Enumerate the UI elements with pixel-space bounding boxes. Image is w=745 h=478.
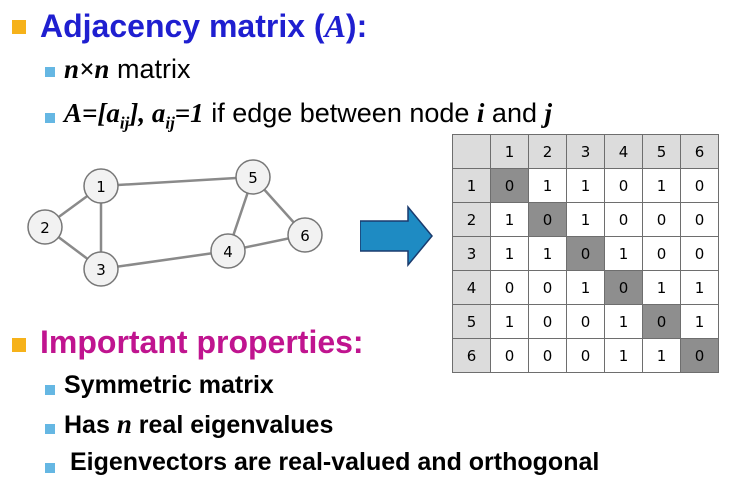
matrix-cell: 1 (642, 168, 681, 203)
symbol-A: A (324, 8, 346, 44)
matrix-corner-cell (452, 134, 491, 169)
matrix-col-header: 1 (490, 134, 529, 169)
definition-line: A=[aij], aij=1 if edge between node i an… (64, 98, 552, 133)
sub-bullet-marker (45, 67, 55, 77)
matrix-cell: 1 (490, 304, 529, 339)
matrix-col-header: 6 (680, 134, 719, 169)
graph-diagram: 1 2 3 4 5 6 (27, 159, 323, 287)
graph-node-label: 2 (40, 219, 50, 237)
matrix-col-header: 5 (642, 134, 681, 169)
graph-node-1: 1 (83, 168, 119, 204)
matrix-col-header: 3 (566, 134, 605, 169)
bullet-marker (12, 20, 26, 34)
matrix-cell: 1 (566, 270, 605, 305)
matrix-row-header: 3 (452, 236, 491, 271)
matrix-row-header: 6 (452, 338, 491, 373)
matrix-cell: 0 (642, 202, 681, 237)
matrix-cell: 1 (528, 168, 567, 203)
section-heading-properties: Important properties: (40, 324, 364, 360)
matrix-col-header: 2 (528, 134, 567, 169)
graph-node-3: 3 (83, 251, 119, 287)
graph-edge-1-5 (100, 175, 254, 188)
matrix-diagonal-cell: 0 (642, 304, 681, 339)
matrix-cell: 0 (604, 202, 643, 237)
graph-node-6: 6 (287, 217, 323, 253)
matrix-cell: 0 (490, 270, 529, 305)
right-arrow-icon (360, 205, 433, 267)
sub-bullet-marker (45, 424, 55, 434)
graph-node-label: 1 (96, 178, 106, 196)
matrix-cell: 0 (642, 236, 681, 271)
matrix-cell: 1 (604, 304, 643, 339)
section-heading-adjacency: Adjacency matrix (A): (40, 8, 368, 44)
graph-edge-3-4 (100, 249, 229, 271)
matrix-cell: 1 (604, 338, 643, 373)
matrix-cell: 1 (490, 202, 529, 237)
matrix-col-header: 4 (604, 134, 643, 169)
matrix-cell: 0 (604, 168, 643, 203)
matrix-cell: 1 (642, 338, 681, 373)
matrix-cell: 1 (528, 236, 567, 271)
matrix-cell: 1 (566, 202, 605, 237)
matrix-cell: 1 (680, 270, 719, 305)
matrix-row-header: 2 (452, 202, 491, 237)
sub-bullet-marker (45, 463, 55, 473)
graph-node-4: 4 (210, 233, 246, 269)
matrix-cell: 0 (680, 202, 719, 237)
matrix-diagonal-cell: 0 (490, 168, 529, 203)
graph-node-label: 3 (96, 261, 106, 279)
property-symmetric: Symmetric matrix (64, 371, 274, 399)
matrix-diagonal-cell: 0 (566, 236, 605, 271)
matrix-cell: 0 (680, 168, 719, 203)
matrix-cell: 1 (566, 168, 605, 203)
matrix-row-header: 5 (452, 304, 491, 339)
matrix-cell: 1 (490, 236, 529, 271)
graph-node-label: 6 (300, 227, 310, 245)
graph-node-label: 5 (248, 169, 258, 187)
sub-bullet-marker (45, 385, 55, 395)
matrix-cell: 0 (528, 304, 567, 339)
matrix-cell: 0 (490, 338, 529, 373)
sub-bullet-marker (45, 113, 55, 123)
matrix-cell: 0 (566, 304, 605, 339)
matrix-cell: 0 (528, 338, 567, 373)
matrix-diagonal-cell: 0 (528, 202, 567, 237)
matrix-cell: 1 (680, 304, 719, 339)
property-eigenvalues: Has n real eigenvalues (64, 409, 334, 439)
property-eigenvectors: Eigenvectors are real-valued and orthogo… (70, 448, 600, 476)
matrix-diagonal-cell: 0 (680, 338, 719, 373)
matrix-cell: 0 (680, 236, 719, 271)
matrix-row-header: 4 (452, 270, 491, 305)
matrix-cell: 1 (642, 270, 681, 305)
matrix-cell: 0 (566, 338, 605, 373)
matrix-cell: 1 (604, 236, 643, 271)
matrix-diagonal-cell: 0 (604, 270, 643, 305)
bullet-marker (12, 338, 26, 352)
graph-node-2: 2 (27, 209, 63, 245)
matrix-cell: 0 (528, 270, 567, 305)
graph-node-label: 4 (223, 243, 233, 261)
matrix-size-line: n×n matrix (64, 54, 191, 84)
matrix-row-header: 1 (452, 168, 491, 203)
graph-node-5: 5 (235, 159, 271, 195)
